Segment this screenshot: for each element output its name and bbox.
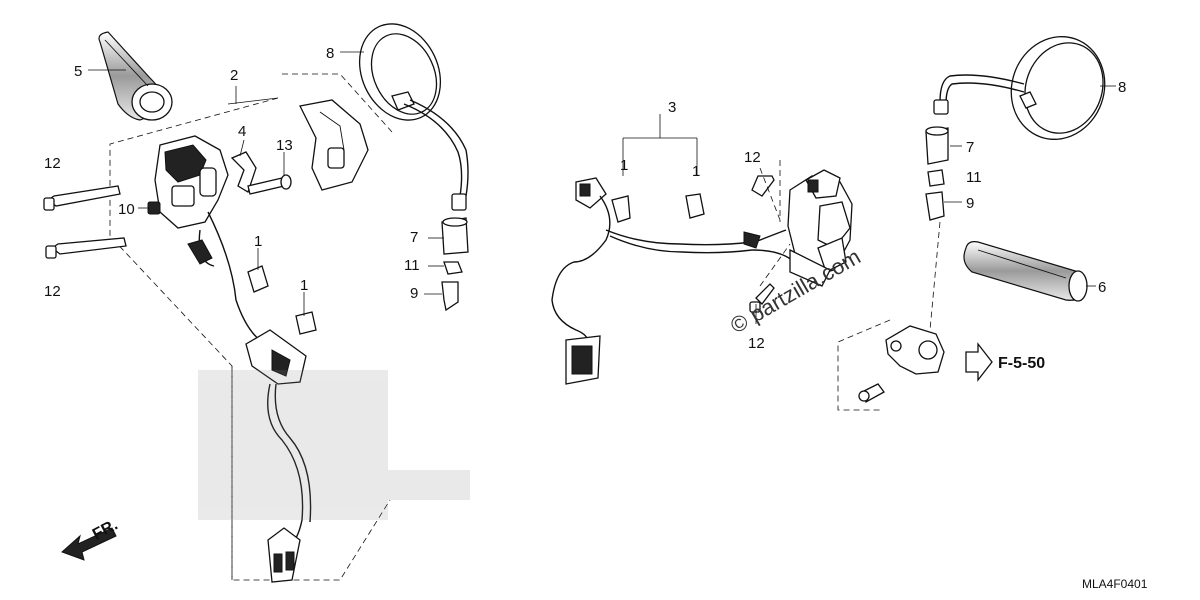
callout-1-center-a: 1 [620, 157, 628, 174]
reference-arrow [965, 342, 993, 382]
callout-1-center-b: 1 [692, 163, 700, 180]
callout-7-left: 7 [410, 229, 418, 246]
callout-7-right: 7 [966, 139, 974, 156]
front-direction-arrow [61, 527, 117, 561]
callout-1-left-a: 1 [254, 233, 262, 250]
reference-link[interactable]: F-5-50 [998, 355, 1045, 372]
left-screws [43, 185, 127, 259]
callout-4: 4 [238, 123, 246, 140]
diagram-code: MLA4F0401 [1082, 577, 1148, 591]
callout-6: 6 [1098, 279, 1106, 296]
left-harness [187, 211, 317, 583]
right-grip [963, 241, 1088, 302]
callout-1-left-b: 1 [300, 277, 308, 294]
callout-12-center-lower: 12 [748, 335, 765, 352]
right-screws [749, 175, 775, 313]
honda-watermark [198, 370, 470, 520]
callout-13: 13 [276, 137, 293, 154]
left-adaptor-stack [441, 217, 469, 312]
right-adaptor-stack [925, 126, 949, 221]
callout-11-right: 11 [966, 169, 982, 186]
callout-8-right: 8 [1118, 79, 1126, 96]
callout-12-left-lower: 12 [44, 283, 61, 300]
left-switch-housing [154, 99, 369, 229]
right-harness [551, 177, 801, 385]
callout-11-left: 11 [404, 257, 420, 274]
callout-5: 5 [74, 63, 82, 80]
callout-3: 3 [668, 99, 676, 116]
leader-lines [88, 51, 1116, 324]
callout-9-left: 9 [410, 285, 418, 302]
callout-12-left-upper: 12 [44, 155, 61, 172]
callout-9-right: 9 [966, 195, 974, 212]
left-grip [98, 31, 173, 121]
right-switch-housing [787, 169, 853, 287]
lever-bracket [858, 325, 945, 403]
callout-12-center-upper: 12 [744, 149, 761, 166]
callout-2: 2 [230, 67, 238, 84]
right-mirror [933, 36, 1106, 140]
callout-8-left: 8 [326, 45, 334, 62]
left-mirror [358, 23, 469, 211]
callout-10: 10 [118, 201, 135, 218]
